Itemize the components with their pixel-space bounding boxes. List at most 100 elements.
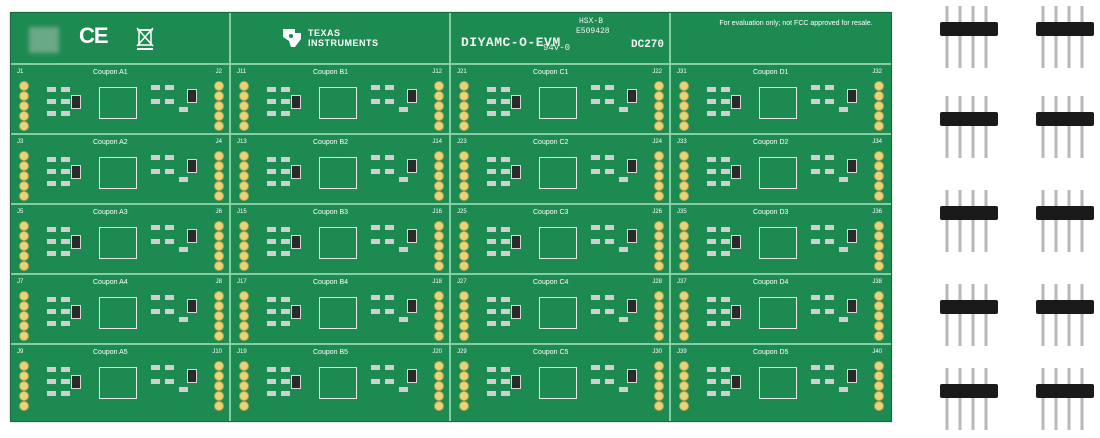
pad-column-left [19,361,29,411]
smd-component [281,379,290,384]
smd-component [501,157,510,162]
test-pad [434,121,444,131]
test-pad [459,121,469,131]
test-pad [19,181,29,191]
test-pad [434,371,444,381]
pad-column-right [874,291,884,341]
smd-component [179,177,188,182]
test-pad [459,371,469,381]
connector-label-left: J11 [237,69,247,75]
isolation-amp-footprint [319,87,357,119]
smd-component [591,379,600,384]
coupon-divider-h [11,133,891,135]
smd-component [61,251,70,256]
connector-label-left: J13 [237,139,247,145]
test-pad [679,291,689,301]
test-pad [654,171,664,181]
test-pad [874,221,884,231]
test-pad [214,361,224,371]
pad-column-left [459,361,469,411]
pad-column-left [459,81,469,131]
test-pad [434,241,444,251]
test-pad [214,101,224,111]
smd-component [47,169,56,174]
isolation-amp-footprint [319,157,357,189]
test-pad [214,321,224,331]
pad-column-right [654,221,664,271]
sot-package [847,369,857,383]
smd-component [591,295,600,300]
test-pad [874,101,884,111]
test-pad [874,231,884,241]
sot-package [511,235,521,249]
smd-component [267,309,276,314]
pin-header-4pin [1036,6,1094,68]
pin-header-4pin [940,6,998,68]
smd-component [487,227,496,232]
smd-component [811,85,820,90]
smd-component [267,321,276,326]
smd-component [811,99,820,104]
isolation-amp-footprint [319,367,357,399]
test-pad [459,221,469,231]
smd-component [825,85,834,90]
pad-column-left [239,81,249,131]
test-pad [434,151,444,161]
sot-package [291,165,301,179]
coupon-divider-v [669,13,671,421]
smd-component [605,295,614,300]
smd-component [179,107,188,112]
sot-package [187,89,197,103]
smd-component [501,99,510,104]
smd-component [825,169,834,174]
test-pad [679,181,689,191]
smd-component [61,379,70,384]
coupon-divider-h [11,203,891,205]
coupon-label: Coupon D5 [753,349,789,356]
pad-column-left [239,291,249,341]
connector-label-left: J29 [457,349,467,355]
test-pad [19,121,29,131]
sot-package [71,95,81,109]
test-pad [679,251,689,261]
connector-label-right: J38 [872,279,882,285]
coupon-label: Coupon B2 [313,139,349,146]
test-pad [239,371,249,381]
smd-component [267,391,276,396]
test-pad [214,231,224,241]
smd-component [487,239,496,244]
test-pad [434,261,444,271]
smd-component [281,297,290,302]
coupon-divider-v [229,13,231,421]
pad-column-right [874,361,884,411]
isolation-amp-footprint [759,87,797,119]
smd-component [61,367,70,372]
smd-component [721,321,730,326]
test-pad [214,301,224,311]
smd-component [839,177,848,182]
test-pad [434,111,444,121]
smd-component [619,317,628,322]
smd-component [385,239,394,244]
pad-column-right [214,291,224,341]
connector-label-right: J18 [432,279,442,285]
pad-column-right [434,81,444,131]
smd-component [605,155,614,160]
smd-component [591,365,600,370]
isolation-amp-footprint [759,367,797,399]
coupon-divider-h [11,273,891,275]
test-pad [459,151,469,161]
test-pad [459,391,469,401]
smd-component [371,155,380,160]
smd-component [487,297,496,302]
test-pad [874,381,884,391]
test-pad [239,381,249,391]
smd-component [165,295,174,300]
sot-package [731,95,741,109]
pad-column-right [654,361,664,411]
test-pad [434,231,444,241]
test-pad [654,241,664,251]
pad-column-left [239,361,249,411]
